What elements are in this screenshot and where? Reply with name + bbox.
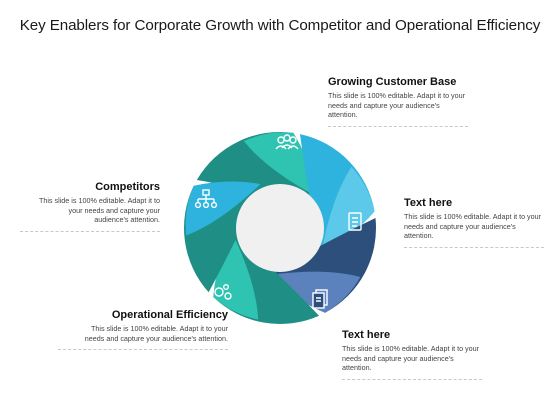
block-heading: Text here xyxy=(342,329,391,341)
text-block-competitors: Competitors This slide is 100% editable.… xyxy=(20,181,160,232)
divider xyxy=(328,125,468,127)
divider xyxy=(20,230,160,232)
block-text: This slide is 100% editable. Adapt it to… xyxy=(342,344,480,373)
gears-icon xyxy=(214,283,232,300)
divider xyxy=(58,349,228,351)
text-block-text-here-2: Text here This slide is 100% editable. A… xyxy=(342,329,482,380)
block-text: This slide is 100% editable. Adapt it to… xyxy=(328,91,466,120)
people-group-icon xyxy=(275,134,299,150)
block-text: This slide is 100% editable. Adapt it to… xyxy=(84,324,228,343)
slide-title: Key Enablers for Corporate Growth with C… xyxy=(19,17,541,34)
text-block-operational-efficiency: Operational Efficiency This slide is 100… xyxy=(58,309,228,351)
document-icon xyxy=(348,212,362,231)
petal-text-here-1-fold xyxy=(321,166,375,252)
divider xyxy=(404,246,544,248)
block-heading: Operational Efficiency xyxy=(111,309,228,321)
block-heading: Competitors xyxy=(95,181,160,193)
pinwheel-diagram xyxy=(184,132,376,324)
icon-group xyxy=(194,134,362,309)
text-block-text-here-1: Text here This slide is 100% editable. A… xyxy=(404,197,544,248)
block-heading: Text here xyxy=(404,197,453,209)
block-text: This slide is 100% editable. Adapt it to… xyxy=(404,212,542,241)
block-text: This slide is 100% editable. Adapt it to… xyxy=(38,196,160,225)
center-circle xyxy=(236,184,324,272)
files-icon xyxy=(312,289,328,309)
block-heading: Growing Customer Base xyxy=(328,76,457,88)
text-block-growing-customer-base: Growing Customer Base This slide is 100%… xyxy=(328,76,468,127)
petal-text-here-2-fold xyxy=(270,271,361,313)
org-chart-icon xyxy=(194,189,218,209)
divider xyxy=(342,378,482,380)
